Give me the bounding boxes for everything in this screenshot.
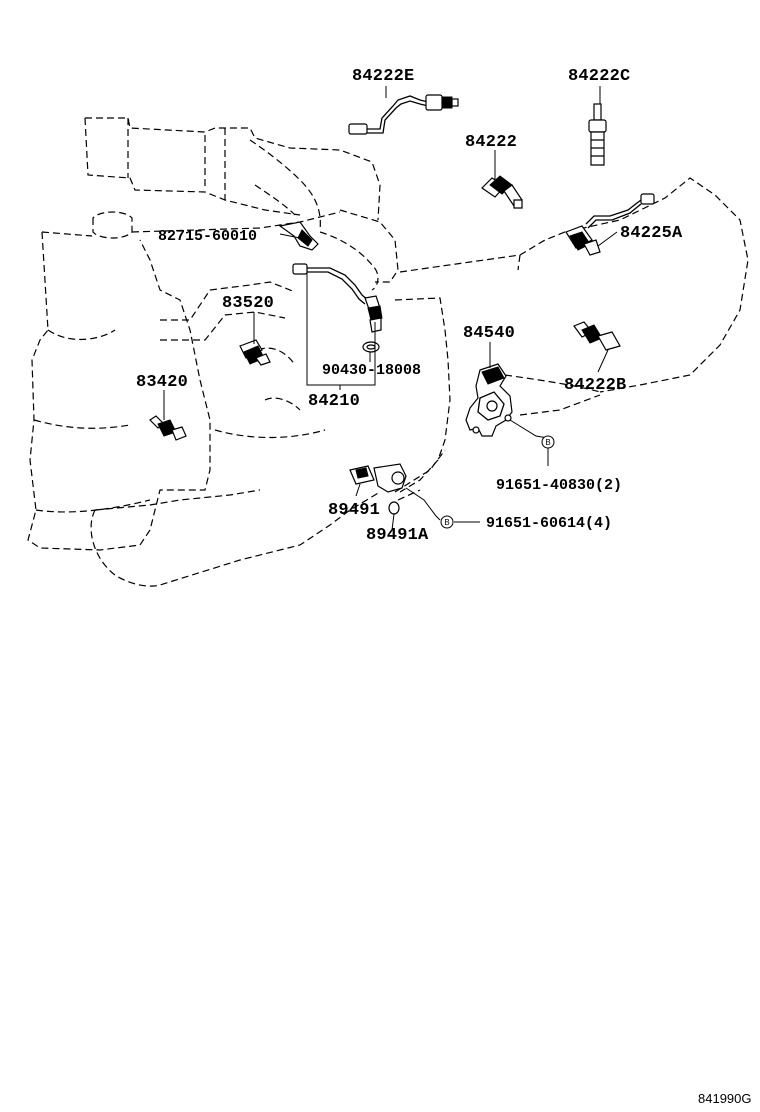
label-84222E: 84222E: [352, 67, 414, 86]
sensor-84222C: [588, 103, 607, 166]
svg-text:B: B: [444, 518, 449, 527]
label-84222: 84222: [465, 133, 517, 152]
label-83420: 83420: [136, 373, 188, 392]
leader-lines: [163, 86, 618, 531]
label-91651-40830: 91651-40830(2): [496, 477, 622, 494]
label-84225A: 84225A: [620, 224, 683, 243]
switch-84540: [465, 363, 513, 437]
sensor-84222B: [573, 321, 621, 351]
sensor-83420: [149, 415, 187, 441]
label-84222C: 84222C: [568, 67, 630, 86]
label-82715-60010: 82715-60010: [158, 228, 257, 245]
gasket-90430: [362, 341, 380, 353]
svg-text:B: B: [545, 438, 550, 447]
engine-outline: [27, 117, 749, 587]
bolt-mark-91651-40830: B: [541, 435, 555, 449]
label-84210: 84210: [308, 392, 360, 411]
sensor-84210: [292, 263, 383, 333]
o-ring-89491A: [388, 501, 400, 515]
sensor-89491: [349, 463, 407, 493]
label-84540: 84540: [463, 324, 515, 343]
label-89491A: 89491A: [366, 526, 429, 545]
label-90430-18008: 90430-18008: [322, 362, 421, 379]
sensor-84222E: [348, 94, 459, 135]
label-83520: 83520: [222, 294, 274, 313]
label-89491: 89491: [328, 501, 380, 520]
bracket-82715: [278, 221, 319, 251]
sensor-84222: [481, 175, 523, 209]
sensor-84225A: [565, 193, 655, 256]
switch-83520: [239, 339, 271, 366]
label-84222B: 84222B: [564, 376, 626, 395]
drawing-reference-number: 841990G: [698, 1091, 752, 1106]
bolt-mark-91651-60614: B: [440, 515, 454, 529]
label-91651-60614: 91651-60614(4): [486, 515, 612, 532]
